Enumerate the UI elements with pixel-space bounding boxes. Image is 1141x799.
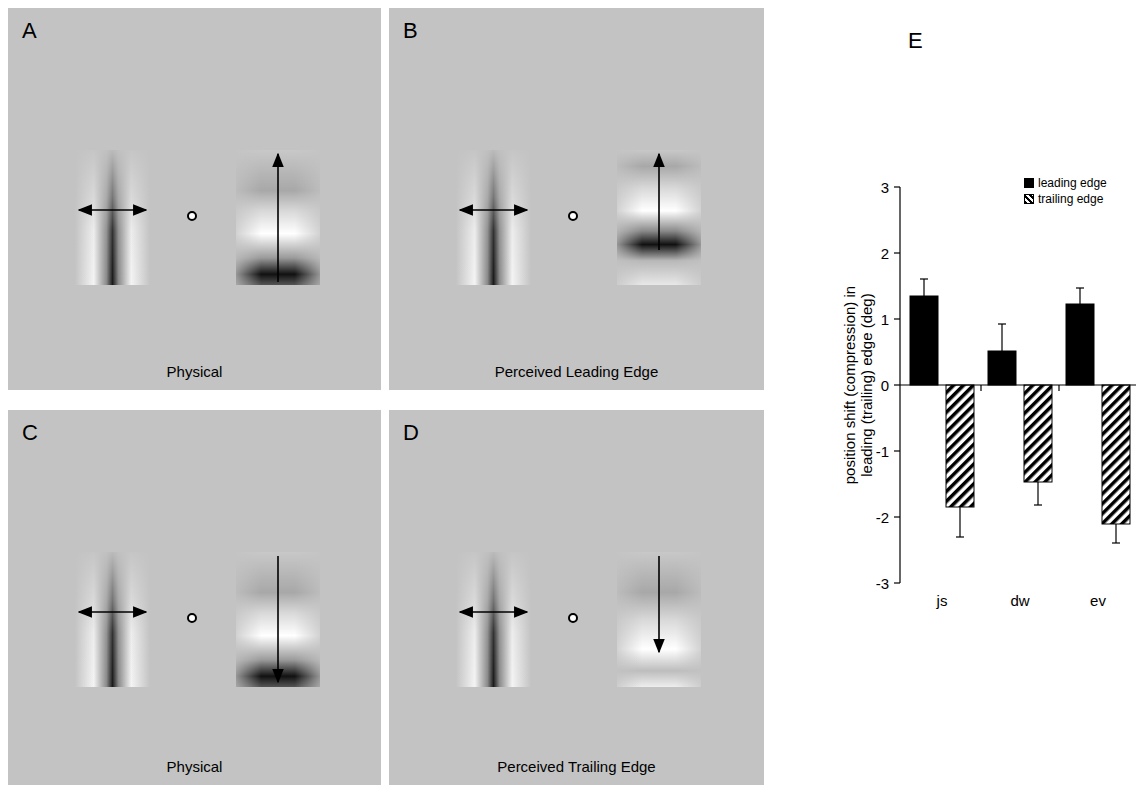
panel-ground	[8, 8, 381, 390]
panel-letter: E	[908, 28, 923, 54]
stimulus-panel: C Physical	[8, 410, 381, 785]
tick-label: -1	[876, 443, 889, 460]
tick-label: -3	[876, 575, 889, 592]
tick-label: 1	[881, 311, 889, 328]
panel-letter: C	[22, 420, 38, 446]
tick-label: 2	[881, 245, 889, 262]
panel-ground	[389, 8, 764, 390]
tick-label: 3	[881, 179, 889, 196]
stimulus-panel: B Perceived Leading Edge	[389, 8, 764, 390]
legend-swatch	[1024, 194, 1034, 204]
stimulus-panel: D Perceived Trailing Edge	[389, 410, 764, 785]
bar-chart	[894, 187, 1136, 583]
stimulus-group	[456, 552, 701, 687]
axis-title: position shift (compression) in leading …	[841, 269, 875, 501]
tick-label: 0	[881, 377, 889, 394]
panel-caption: Perceived Leading Edge	[389, 363, 764, 380]
panel-ground	[8, 410, 381, 785]
panel-caption: Perceived Trailing Edge	[389, 758, 764, 775]
panel-letter: A	[22, 18, 37, 44]
panel-caption: Physical	[8, 758, 381, 775]
stimulus-group	[75, 150, 320, 285]
category-label: ev	[1090, 592, 1106, 609]
panel-ground	[389, 410, 764, 785]
category-label: js	[937, 592, 948, 609]
legend-swatch	[1024, 178, 1034, 188]
stimulus-group	[75, 552, 320, 687]
stimulus-panel: A Physical	[8, 8, 381, 390]
stimulus-group	[456, 150, 701, 285]
panel-caption: Physical	[8, 363, 381, 380]
panel-letter: B	[403, 18, 418, 44]
tick-label: -2	[876, 509, 889, 526]
legend-text: leading edge	[1038, 176, 1107, 190]
panel-letter: D	[403, 420, 419, 446]
legend-text: trailing edge	[1038, 192, 1103, 206]
category-label: dw	[1010, 592, 1029, 609]
